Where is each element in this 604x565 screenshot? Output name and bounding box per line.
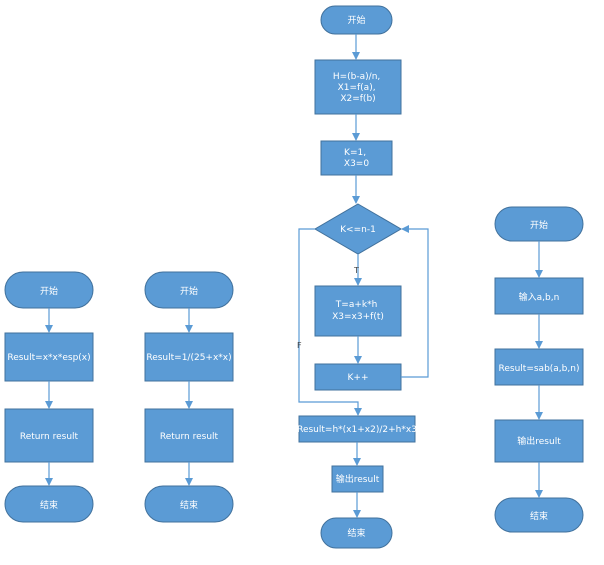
false-arrow [298, 228, 362, 416]
output-label: 输出result [336, 473, 380, 485]
loop-body-line: T=a+k*h [335, 300, 378, 310]
return-process [144, 408, 234, 463]
return-label: Return result [20, 432, 79, 442]
calc-process [494, 348, 584, 386]
increment-label: K++ [348, 373, 369, 383]
result-label: Result=h*(x1+x2)/2+h*x3 [297, 425, 417, 435]
true-label: T [353, 266, 359, 275]
set-label: K=1, X3=0 [344, 148, 369, 169]
condition-label: K<=n-1 [340, 225, 376, 235]
set-line: K=1, [344, 148, 366, 158]
calc-process [4, 332, 94, 382]
start-label: 开始 [40, 285, 58, 297]
loop-back-arrow [401, 225, 429, 378]
false-label: F [297, 341, 302, 350]
result-process [298, 415, 416, 443]
flowchart-1: 开始 Result=x*x*esp(x) Return result 结束 [4, 271, 94, 523]
init-line: X1=f(a), [338, 83, 376, 93]
end-terminal [144, 485, 234, 523]
loop-body-label: T=a+k*h X3=x3+f(t) [332, 300, 384, 322]
input-process [494, 277, 584, 315]
flowchart-2: 开始 Result=1/(25+x*x) Return result 结束 [144, 271, 234, 523]
output-process [331, 465, 384, 493]
loop-body-process [314, 285, 402, 337]
flowchart-4: 开始 输入a,b,n Result=sab(a,b,n) 输出result 结束 [494, 206, 584, 533]
calc-process [144, 332, 234, 382]
start-label: 开始 [180, 285, 198, 297]
end-label: 结束 [530, 510, 548, 522]
end-label: 结束 [40, 499, 58, 511]
calc-label: Result=x*x*esp(x) [7, 353, 90, 363]
return-process [4, 408, 94, 463]
end-terminal [4, 485, 94, 523]
flowchart-3: 开始 H=(b-a)/n, X1=f(a), X2=f(b) K=1, X3=0… [297, 5, 429, 549]
end-label: 结束 [347, 527, 365, 539]
output-process [494, 419, 584, 463]
input-label: 输入a,b,n [519, 291, 560, 303]
init-label: H=(b-a)/n, X1=f(a), X2=f(b) [333, 72, 383, 104]
start-label: 开始 [530, 219, 548, 231]
init-line: H=(b-a)/n, [333, 72, 380, 82]
start-label: 开始 [347, 14, 365, 26]
calc-label: Result=1/(25+x*x) [146, 353, 231, 363]
init-line: X2=f(b) [340, 94, 375, 104]
end-terminal [494, 497, 584, 533]
end-terminal [320, 517, 393, 549]
set-process [320, 140, 393, 176]
calc-label: Result=sab(a,b,n) [499, 364, 580, 374]
output-label: 输出result [517, 435, 561, 447]
loop-body-line: X3=x3+f(t) [332, 312, 384, 322]
set-line: X3=0 [344, 159, 369, 169]
return-label: Return result [160, 432, 219, 442]
end-label: 结束 [180, 499, 198, 511]
init-process [314, 59, 402, 115]
